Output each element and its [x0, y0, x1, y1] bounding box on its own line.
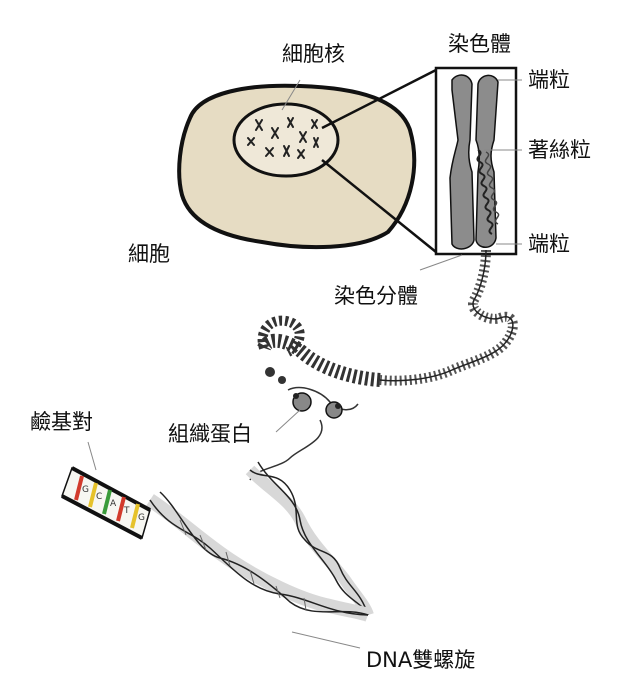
label-centromere: 著絲粒: [528, 138, 591, 162]
histone-pointer: [275, 409, 301, 433]
label-telomere-top: 端粒: [528, 68, 570, 92]
label-histone: 組織蛋白: [168, 422, 252, 446]
label-nucleus: 細胞核: [282, 42, 345, 66]
supercoil: [257, 315, 381, 387]
base-letter: G: [138, 513, 145, 523]
label-base-pairs: 鹼基對: [30, 410, 93, 434]
zoom-line-top: [321, 68, 437, 130]
label-dna-helix: DNA雙螺旋: [366, 648, 476, 672]
nucleus-pointer: [281, 79, 301, 111]
zoom-line-bottom: [321, 159, 437, 253]
dna-helix-pointer: [291, 631, 361, 649]
chromatid-pointer: [419, 254, 463, 271]
base-pairs-pointer: [87, 441, 97, 471]
label-telomere-bottom: 端粒: [528, 232, 570, 256]
label-chromosome: 染色體: [448, 32, 511, 56]
base-letter: T: [123, 506, 130, 516]
nucleosomes: [249, 386, 359, 481]
base-letter: G: [82, 485, 89, 495]
coiled-fiber: [379, 249, 518, 386]
base-letter: C: [96, 492, 102, 502]
label-cell: 細胞: [128, 242, 170, 266]
chromosome: [449, 74, 500, 250]
dna-helix-lower: [146, 491, 371, 622]
base-pair-ladder: G C A T G: [61, 466, 151, 540]
base-letter: A: [110, 499, 117, 509]
nucleus-chromosomes: [247, 117, 319, 159]
label-chromatid: 染色分體: [334, 284, 418, 308]
dna-helix-upper: [245, 461, 374, 618]
